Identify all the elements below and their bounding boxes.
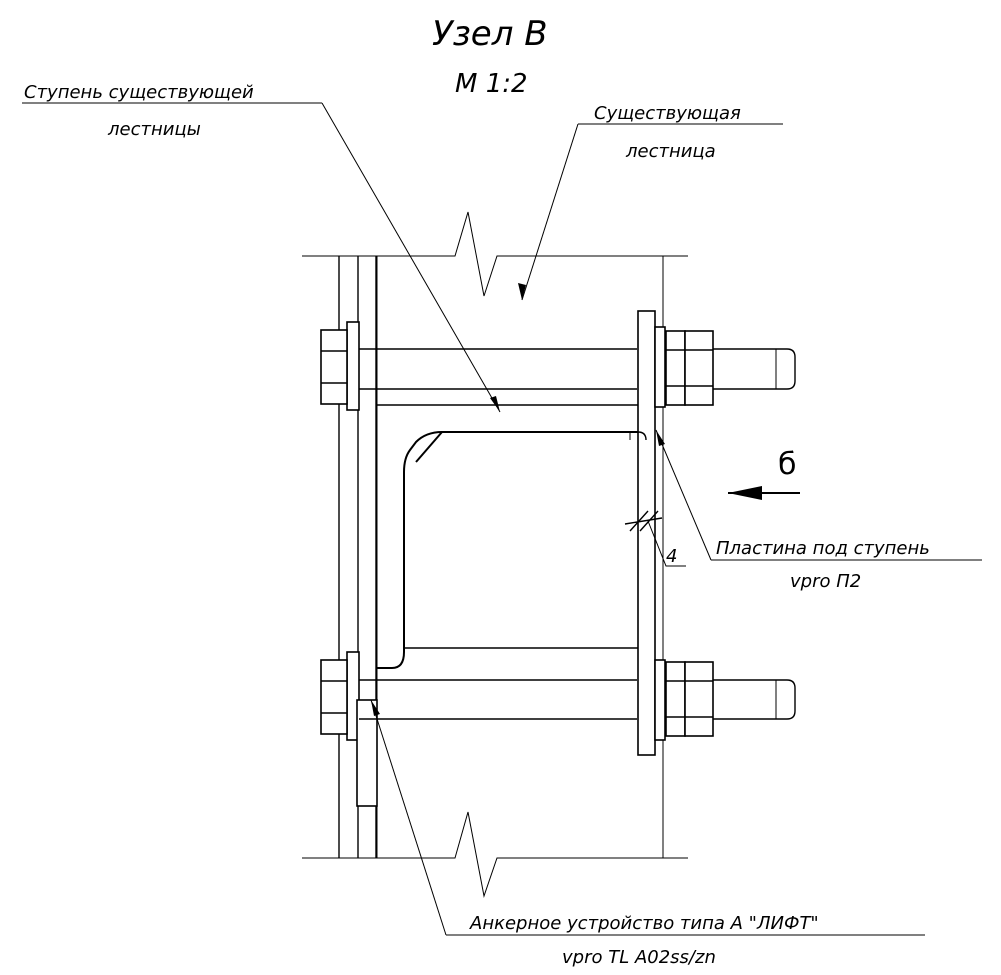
nut-right-top <box>665 330 714 406</box>
nut-left-bottom <box>320 659 348 735</box>
drawing-scale: М 1:2 <box>455 69 528 99</box>
label-step-plate-line2: vpro П2 <box>790 571 861 592</box>
label-existing-stair-line1: Существующая <box>594 103 741 124</box>
label-anchor-line1: Анкерное устройство типа А "ЛИФТ" <box>469 913 819 934</box>
view-arrow: б <box>728 447 800 500</box>
leader-existing-stair <box>518 123 783 301</box>
label-anchor-line2: vpro TL A02ss/zn <box>562 947 716 968</box>
label-existing-step-line1: Ступень существующей <box>24 82 254 103</box>
existing-stair-outline <box>376 256 664 858</box>
label-step-plate-line1: Пластина под ступень <box>716 538 930 559</box>
drawing-title: Узел В <box>432 14 548 54</box>
label-existing-step-line2: лестницы <box>107 119 201 140</box>
leader-anchor <box>370 699 925 936</box>
weld-symbol: 4 <box>624 510 686 567</box>
existing-step <box>377 404 640 669</box>
bolt-bottom <box>359 679 796 720</box>
break-line-top <box>302 211 688 297</box>
view-letter: б <box>778 447 797 482</box>
nut-right-bottom <box>665 661 714 737</box>
break-line-bottom <box>302 811 688 898</box>
label-existing-stair-line2: лестница <box>625 141 716 162</box>
leader-step-plate <box>655 429 982 561</box>
bolt-top <box>359 348 796 390</box>
leader-existing-step <box>22 102 501 413</box>
nut-left-top <box>320 329 348 405</box>
weld-size: 4 <box>666 546 677 567</box>
step-plate-right <box>637 310 666 756</box>
